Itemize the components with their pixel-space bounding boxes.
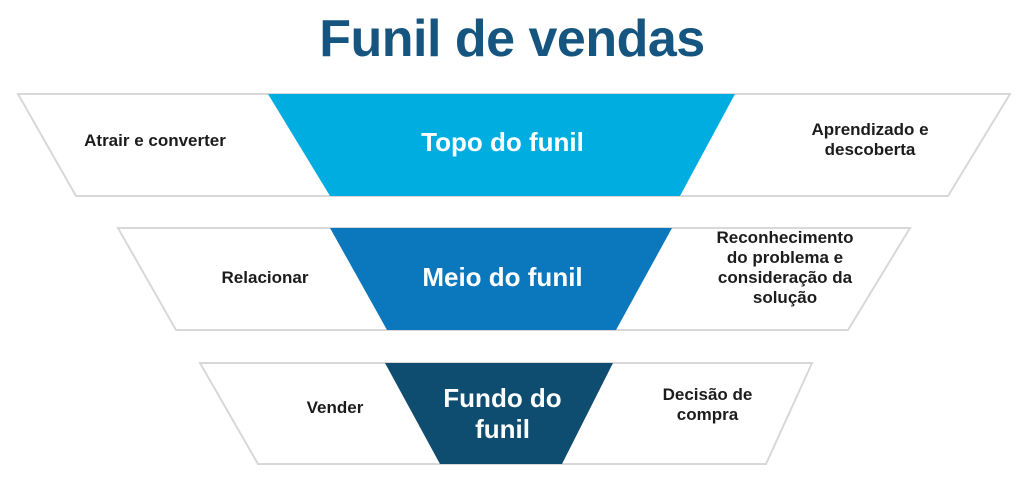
stage-topo-left-label: Atrair e converter [84,131,226,150]
page-title: Funil de vendas [319,10,705,68]
stage-meio-right-label: Reconhecimento do problema e consideraçã… [716,228,854,308]
stage-fundo-center-label: Fundo do funil [443,383,562,444]
stage-fundo-right-label: Decisão de compra [662,385,753,425]
stage-fundo-left-label: Vender [306,398,364,417]
stage-topo-center-label: Topo do funil [421,127,584,157]
stage-meio-center-label: Meio do funil [422,262,583,292]
stage-meio-left-label: Relacionar [221,268,309,287]
stage-topo-right-label: Aprendizado e descoberta [811,120,929,160]
